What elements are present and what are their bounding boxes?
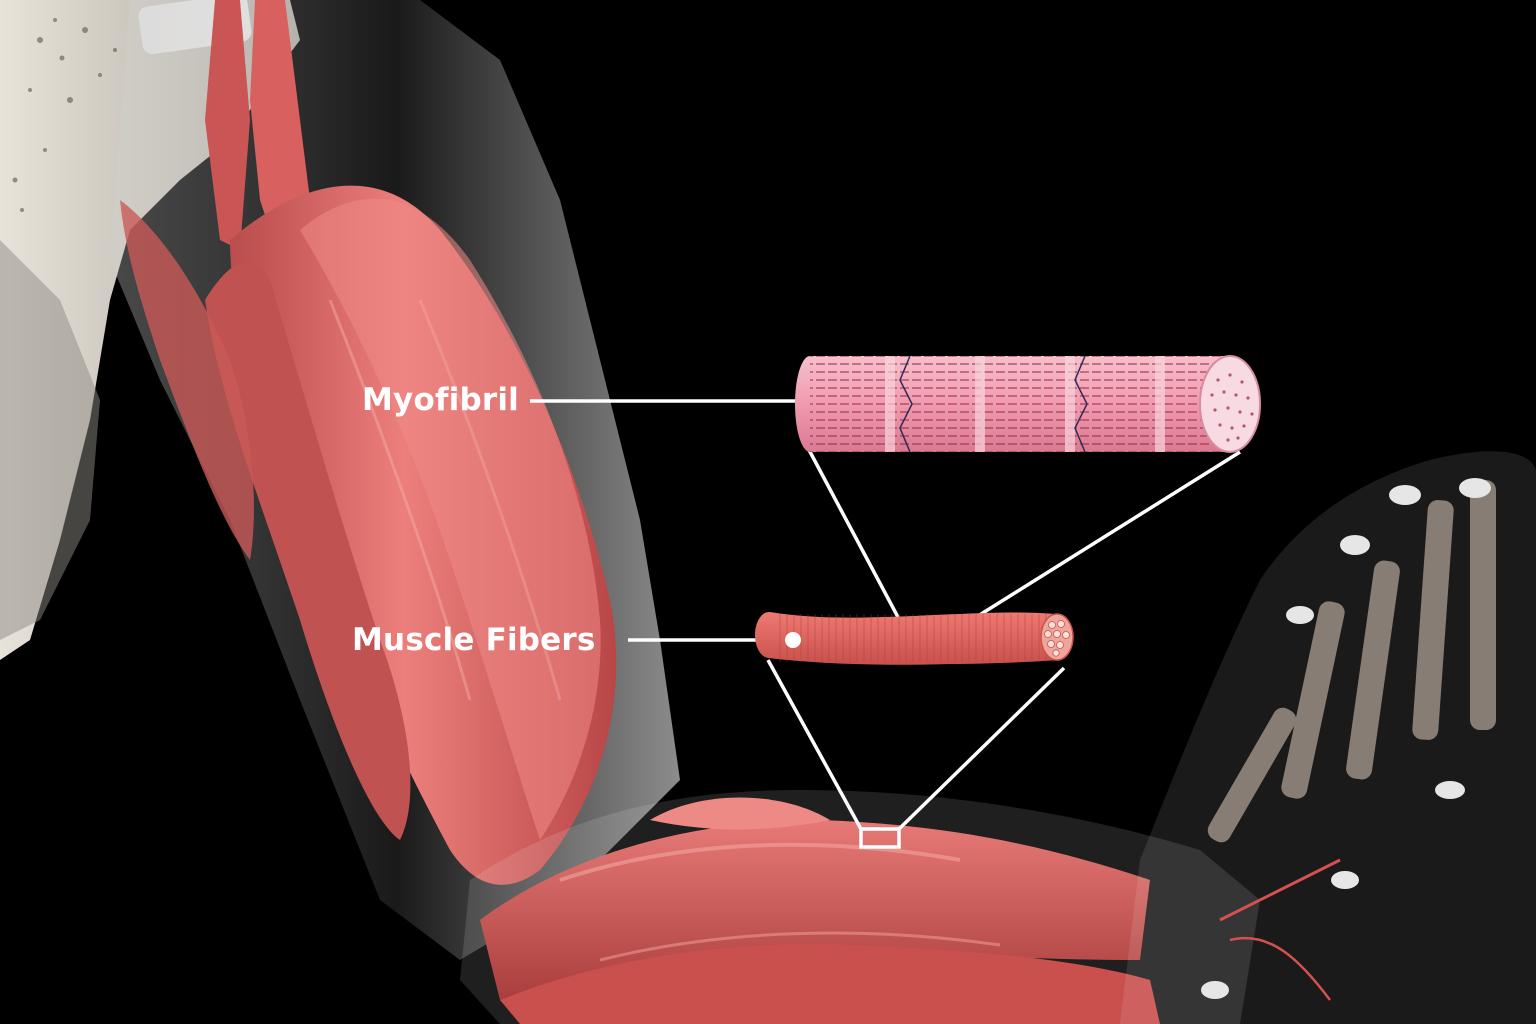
callout-lines: [530, 399, 1241, 849]
brachialis-muscle: [120, 200, 254, 560]
myofibril-label: Myofibril: [362, 382, 519, 418]
muscle-fiber-marker-dot: [785, 632, 801, 648]
muscle-fibers-label: Muscle Fibers: [352, 622, 596, 658]
forearm-zoom-box: [859, 827, 901, 849]
muscle-fiber: [754, 611, 1074, 665]
hand: [1120, 451, 1536, 1024]
forearm-muscle: [480, 797, 1160, 1024]
biceps-muscle: [205, 0, 617, 885]
myofibril-cylinder: [795, 355, 1261, 453]
